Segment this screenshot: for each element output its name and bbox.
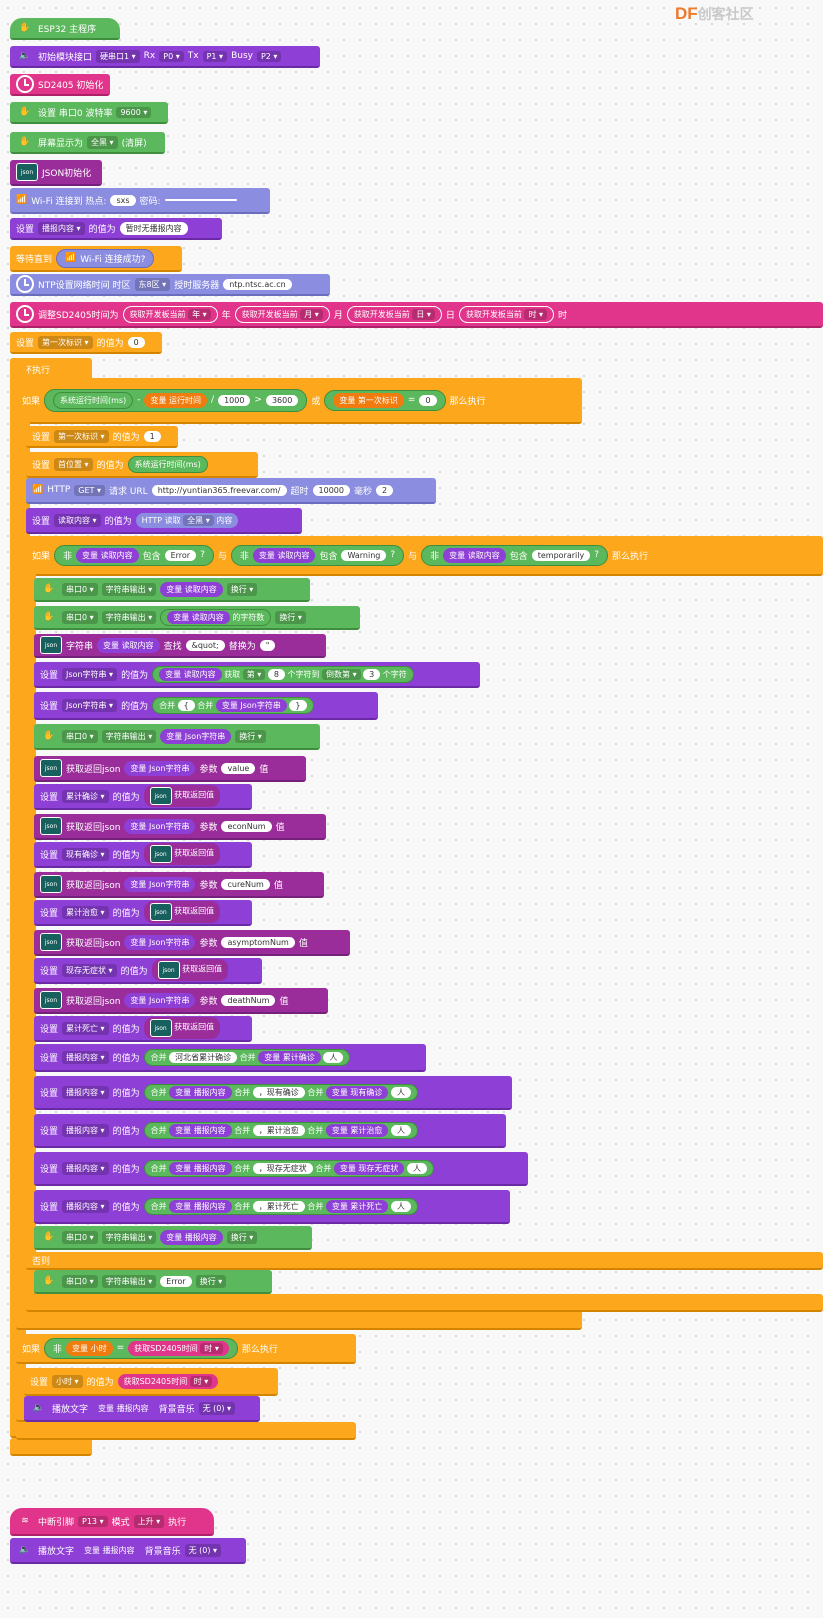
set-bc-4[interactable]: 设置播报内容的值为合并 变量 播报内容 合并 ，现存无症状 合并 变量 现存无症… [34, 1152, 528, 1186]
wifi-icon: 📶 [65, 253, 77, 263]
clock-icon [16, 275, 34, 293]
mp3-init-block[interactable]: 🔈初始模块接口 硬串口1RxP0TxP1BusyP2 [10, 46, 320, 68]
speaker-icon: 🔈 [19, 51, 31, 61]
esp32-main-hat[interactable]: ✋ESP32 主程序 [10, 18, 120, 40]
password-field[interactable] [164, 199, 237, 201]
ntp-block[interactable]: NTP设置网络时间 时区东8区授时服务器ntp.ntsc.ac.cn [10, 274, 330, 296]
speaker-icon: 🔈 [19, 1545, 31, 1555]
chip-icon: ✋ [43, 1276, 55, 1286]
set-cured[interactable]: 设置累计治愈的值为json 获取返回值 [34, 900, 252, 926]
else-label: 否则 [26, 1252, 823, 1270]
set-json-str-merge[interactable]: 设置Json字符串的值为合并 { 合并 变量 Json字符串 } [34, 692, 378, 720]
set-first-flag-block[interactable]: 设置第一次标识的值为0 [10, 332, 162, 354]
set-dead[interactable]: 设置累计死亡的值为json 获取返回值 [34, 1016, 252, 1042]
set-hour[interactable]: 设置小时的值为获取SD2405时间 时 [24, 1368, 278, 1396]
chip-icon: ✋ [19, 23, 31, 33]
clock-icon [16, 305, 34, 323]
loop-footer [10, 1438, 92, 1456]
set-bc-5[interactable]: 设置播报内容的值为合并 变量 播报内容 合并 ，累计死亡 合并 变量 累计死亡 … [34, 1190, 510, 1224]
sd2405-init-block[interactable]: SD2405 初始化 [10, 74, 110, 96]
serial-out-error[interactable]: ✋串口0字符串输出Error换行 [34, 1270, 272, 1294]
layers-icon: ≋ [21, 1516, 29, 1526]
chip-icon: ✋ [43, 1232, 55, 1242]
clock-icon [16, 75, 34, 93]
play-text-1[interactable]: 🔈播放文字变量 播报内容背景音乐无 (0) [24, 1396, 260, 1422]
play-text-2[interactable]: 🔈播放文字变量 播报内容背景音乐无 (0) [10, 1538, 246, 1564]
if3-footer [16, 1422, 356, 1440]
set-first-flag-1[interactable]: 设置第一次标识的值为1 [26, 426, 178, 448]
set-bc-2[interactable]: 设置播报内容的值为合并 变量 播报内容 合并 ，现有确诊 合并 变量 现有确诊 … [34, 1076, 512, 1110]
wait-until-block[interactable]: 等待直到📶Wi-Fi 连接成功? [10, 246, 182, 272]
wifi-icon: 📶 [32, 485, 44, 495]
set-bc-3[interactable]: 设置播报内容的值为合并 变量 播报内容 合并 ，累计治愈 合并 变量 累计治愈 … [34, 1114, 506, 1148]
http-request-block[interactable]: 📶HTTPGET请求 URLhttp://yuntian365.freevar.… [26, 478, 436, 504]
if3-arm [16, 1364, 26, 1422]
df-logo: DF创客社区 [675, 4, 754, 23]
if2-footer [26, 1294, 823, 1312]
if-block-1[interactable]: 如果 系统运行时间(ms)-变量 运行时间/1000>3600 或 变量 第一次… [16, 378, 582, 424]
json-icon: json [40, 933, 62, 951]
json-icon: json [40, 991, 62, 1009]
adjust-sd2405-block[interactable]: 调整SD2405时间为 获取开发板当前 年年 获取开发板当前 月月 获取开发板当… [10, 302, 823, 328]
interrupt-hat[interactable]: ≋中断引脚P13模式上升执行 [10, 1508, 214, 1536]
json-icon: json [40, 636, 62, 654]
set-asym[interactable]: 设置现存无症状的值为json 获取返回值 [34, 958, 262, 984]
chip-icon: ✋ [19, 137, 31, 147]
chip-icon: ✋ [43, 731, 55, 741]
set-first-pos[interactable]: 设置首位置的值为系统运行时间(ms) [26, 452, 258, 478]
json-icon: json [40, 817, 62, 835]
chip-icon: ✋ [43, 584, 55, 594]
chip-icon: ✋ [43, 612, 55, 622]
set-broadcast-block[interactable]: 设置播报内容的值为暂时无播报内容 [10, 218, 222, 240]
json-icon: json [40, 759, 62, 777]
json-icon: json [16, 163, 38, 181]
set-json-str-sub[interactable]: 设置Json字符串的值为变量 读取内容 获取 第 8 个字符到 倒数第 3 个字… [34, 662, 480, 688]
speaker-icon: 🔈 [33, 1403, 45, 1413]
serial-dropdown[interactable]: 硬串口1 [96, 49, 140, 63]
if1-footer [16, 1310, 582, 1330]
set-cur[interactable]: 设置现有确诊的值为json 获取返回值 [34, 842, 252, 868]
set-read-content[interactable]: 设置读取内容的值为HTTP 读取 全黑 内容 [26, 508, 302, 534]
set-bc-1[interactable]: 设置播报内容的值为合并 河北省累计确诊 合并 变量 累计确诊 人 [34, 1044, 426, 1072]
wifi-icon: 📶 [16, 195, 28, 205]
chip-icon: ✋ [19, 107, 31, 117]
json-icon: json [40, 875, 62, 893]
set-acc[interactable]: 设置累计确诊的值为json 获取返回值 [34, 784, 252, 810]
